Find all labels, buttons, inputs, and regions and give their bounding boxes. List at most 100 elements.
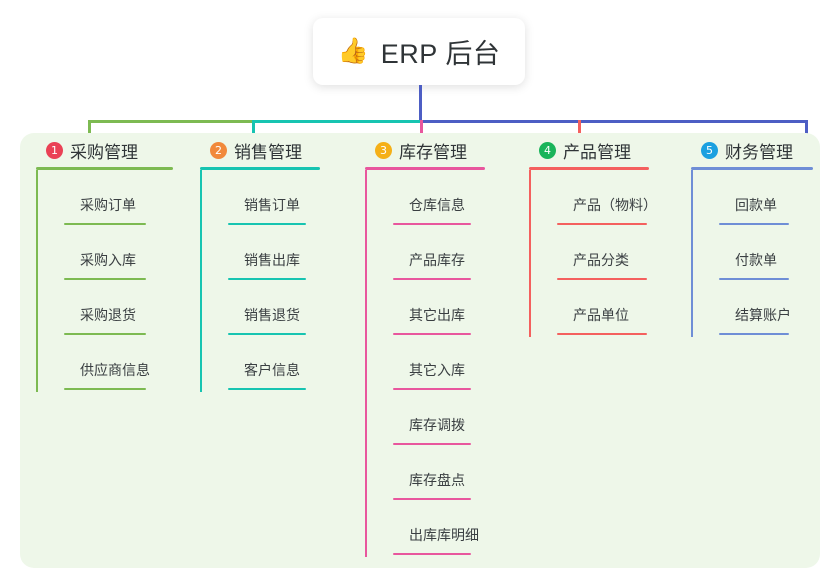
root-connector-vertical xyxy=(419,85,422,123)
branch-item[interactable]: 采购入库 xyxy=(36,225,158,280)
branch-item-label: 产品分类 xyxy=(573,252,629,268)
branch-item[interactable]: 库存盘点 xyxy=(365,445,483,500)
branch-item-label: 产品单位 xyxy=(573,307,629,323)
branch-item-underline xyxy=(64,388,146,390)
branch-number-badge: 1 xyxy=(46,141,63,159)
branch-item[interactable]: 付款单 xyxy=(691,225,801,280)
branch-item[interactable]: 仓库信息 xyxy=(365,170,483,225)
branch-column-5: 5 财务管理回款单付款单结算账户 xyxy=(683,133,813,337)
branch-item-underline xyxy=(228,223,306,225)
branch-item-label: 结算账户 xyxy=(735,307,791,323)
branch-title: 销售管理 xyxy=(234,142,302,162)
branch-item-underline xyxy=(64,278,146,280)
branch-item-underline xyxy=(393,498,471,500)
branch-item-underline xyxy=(228,333,306,335)
branch-item-label: 其它出库 xyxy=(409,307,465,323)
branch-item[interactable]: 销售出库 xyxy=(200,225,318,280)
branch-item[interactable]: 采购退货 xyxy=(36,280,158,335)
branch-item-underline xyxy=(719,223,789,225)
branch-item[interactable]: 产品单位 xyxy=(529,280,659,335)
branch-item-label: 销售出库 xyxy=(244,252,300,268)
branch-item[interactable]: 销售订单 xyxy=(200,170,318,225)
branch-trunk-line xyxy=(200,170,202,392)
branch-item[interactable]: 客户信息 xyxy=(200,335,318,390)
branch-item-underline xyxy=(64,223,146,225)
branch-item-underline xyxy=(557,333,647,335)
branch-header-underline xyxy=(36,167,173,170)
branch-header-5[interactable]: 5 财务管理 xyxy=(683,133,793,167)
root-node[interactable]: 👍 ERP 后台 xyxy=(313,18,525,85)
branch-header-2[interactable]: 2 销售管理 xyxy=(192,133,302,167)
branch-item-label: 回款单 xyxy=(735,197,777,213)
branch-item-underline xyxy=(228,278,306,280)
branch-item[interactable]: 销售退货 xyxy=(200,280,318,335)
branch-item-label: 采购退货 xyxy=(80,307,136,323)
branch-trunk-line xyxy=(529,170,531,337)
branch-header-1[interactable]: 1 采购管理 xyxy=(28,133,138,167)
branch-header-underline xyxy=(365,167,485,170)
branch-item-label: 出库库明细 xyxy=(409,527,479,543)
branch-item-label: 采购入库 xyxy=(80,252,136,268)
branch-item[interactable]: 回款单 xyxy=(691,170,801,225)
branch-item-underline xyxy=(64,333,146,335)
branch-header-4[interactable]: 4 产品管理 xyxy=(521,133,631,167)
branch-column-1: 1 采购管理采购订单采购入库采购退货供应商信息 xyxy=(28,133,173,392)
branch-trunk-line xyxy=(691,170,693,337)
branch-item[interactable]: 其它出库 xyxy=(365,280,483,335)
branch-title: 采购管理 xyxy=(70,142,138,162)
branch-item-label: 库存调拨 xyxy=(409,417,465,433)
branch-panel: 1 采购管理采购订单采购入库采购退货供应商信息 2 销售管理销售订单销售出库销售退货客… xyxy=(20,133,820,568)
branch-item-label: 库存盘点 xyxy=(409,472,465,488)
branch-item-label: 客户信息 xyxy=(244,362,300,378)
branch-item[interactable]: 采购订单 xyxy=(36,170,158,225)
branch-trunk-line xyxy=(36,170,38,392)
branch-number-badge: 5 xyxy=(701,141,718,159)
branch-title: 库存管理 xyxy=(399,142,467,162)
branch-column-3: 3 库存管理仓库信息产品库存其它出库其它入库库存调拨库存盘点出库库明细 xyxy=(357,133,485,557)
branch-item-underline xyxy=(393,278,471,280)
branch-item-underline xyxy=(393,333,471,335)
branch-item-underline xyxy=(393,223,471,225)
branch-item[interactable]: 库存调拨 xyxy=(365,390,483,445)
branch-item[interactable]: 产品分类 xyxy=(529,225,659,280)
bus-segment-2 xyxy=(252,120,421,123)
branch-item-underline xyxy=(228,388,306,390)
branch-item-label: 采购订单 xyxy=(80,197,136,213)
branch-header-underline xyxy=(529,167,649,170)
branch-item-label: 付款单 xyxy=(735,252,777,268)
branch-title: 财务管理 xyxy=(725,142,793,162)
branch-item-underline xyxy=(557,223,647,225)
branch-item-label: 产品（物料） xyxy=(573,197,657,213)
branch-item-label: 其它入库 xyxy=(409,362,465,378)
branch-item-underline xyxy=(719,333,789,335)
branch-column-4: 4 产品管理产品（物料） 产品分类产品单位 xyxy=(521,133,657,337)
branch-item-label: 供应商信息 xyxy=(80,362,150,378)
bus-segment-1 xyxy=(88,120,253,123)
branch-item-label: 销售退货 xyxy=(244,307,300,323)
branch-item[interactable]: 供应商信息 xyxy=(36,335,158,390)
branch-number-badge: 4 xyxy=(539,141,556,159)
branch-item-underline xyxy=(557,278,647,280)
branch-item-underline xyxy=(719,278,789,280)
thumbs-up-icon: 👍 xyxy=(337,37,369,65)
branch-item-underline xyxy=(393,388,471,390)
root-title: ERP 后台 xyxy=(380,39,501,69)
branch-item-underline xyxy=(393,443,471,445)
branch-item[interactable]: 出库库明细 xyxy=(365,500,483,555)
branch-item[interactable]: 产品（物料） xyxy=(529,170,659,225)
branch-number-badge: 2 xyxy=(210,141,227,159)
branch-item[interactable]: 产品库存 xyxy=(365,225,483,280)
branch-item[interactable]: 结算账户 xyxy=(691,280,801,335)
branch-column-2: 2 销售管理销售订单销售出库销售退货客户信息 xyxy=(192,133,320,392)
branch-item-label: 仓库信息 xyxy=(409,197,465,213)
branch-header-3[interactable]: 3 库存管理 xyxy=(357,133,467,167)
branch-item-label: 销售订单 xyxy=(244,197,300,213)
branch-header-underline xyxy=(200,167,320,170)
branch-trunk-line xyxy=(365,170,367,557)
branch-number-badge: 3 xyxy=(375,141,392,159)
bus-segment-3 xyxy=(420,120,806,123)
branch-title: 产品管理 xyxy=(563,142,631,162)
branch-item-underline xyxy=(393,553,471,555)
branch-item[interactable]: 其它入库 xyxy=(365,335,483,390)
